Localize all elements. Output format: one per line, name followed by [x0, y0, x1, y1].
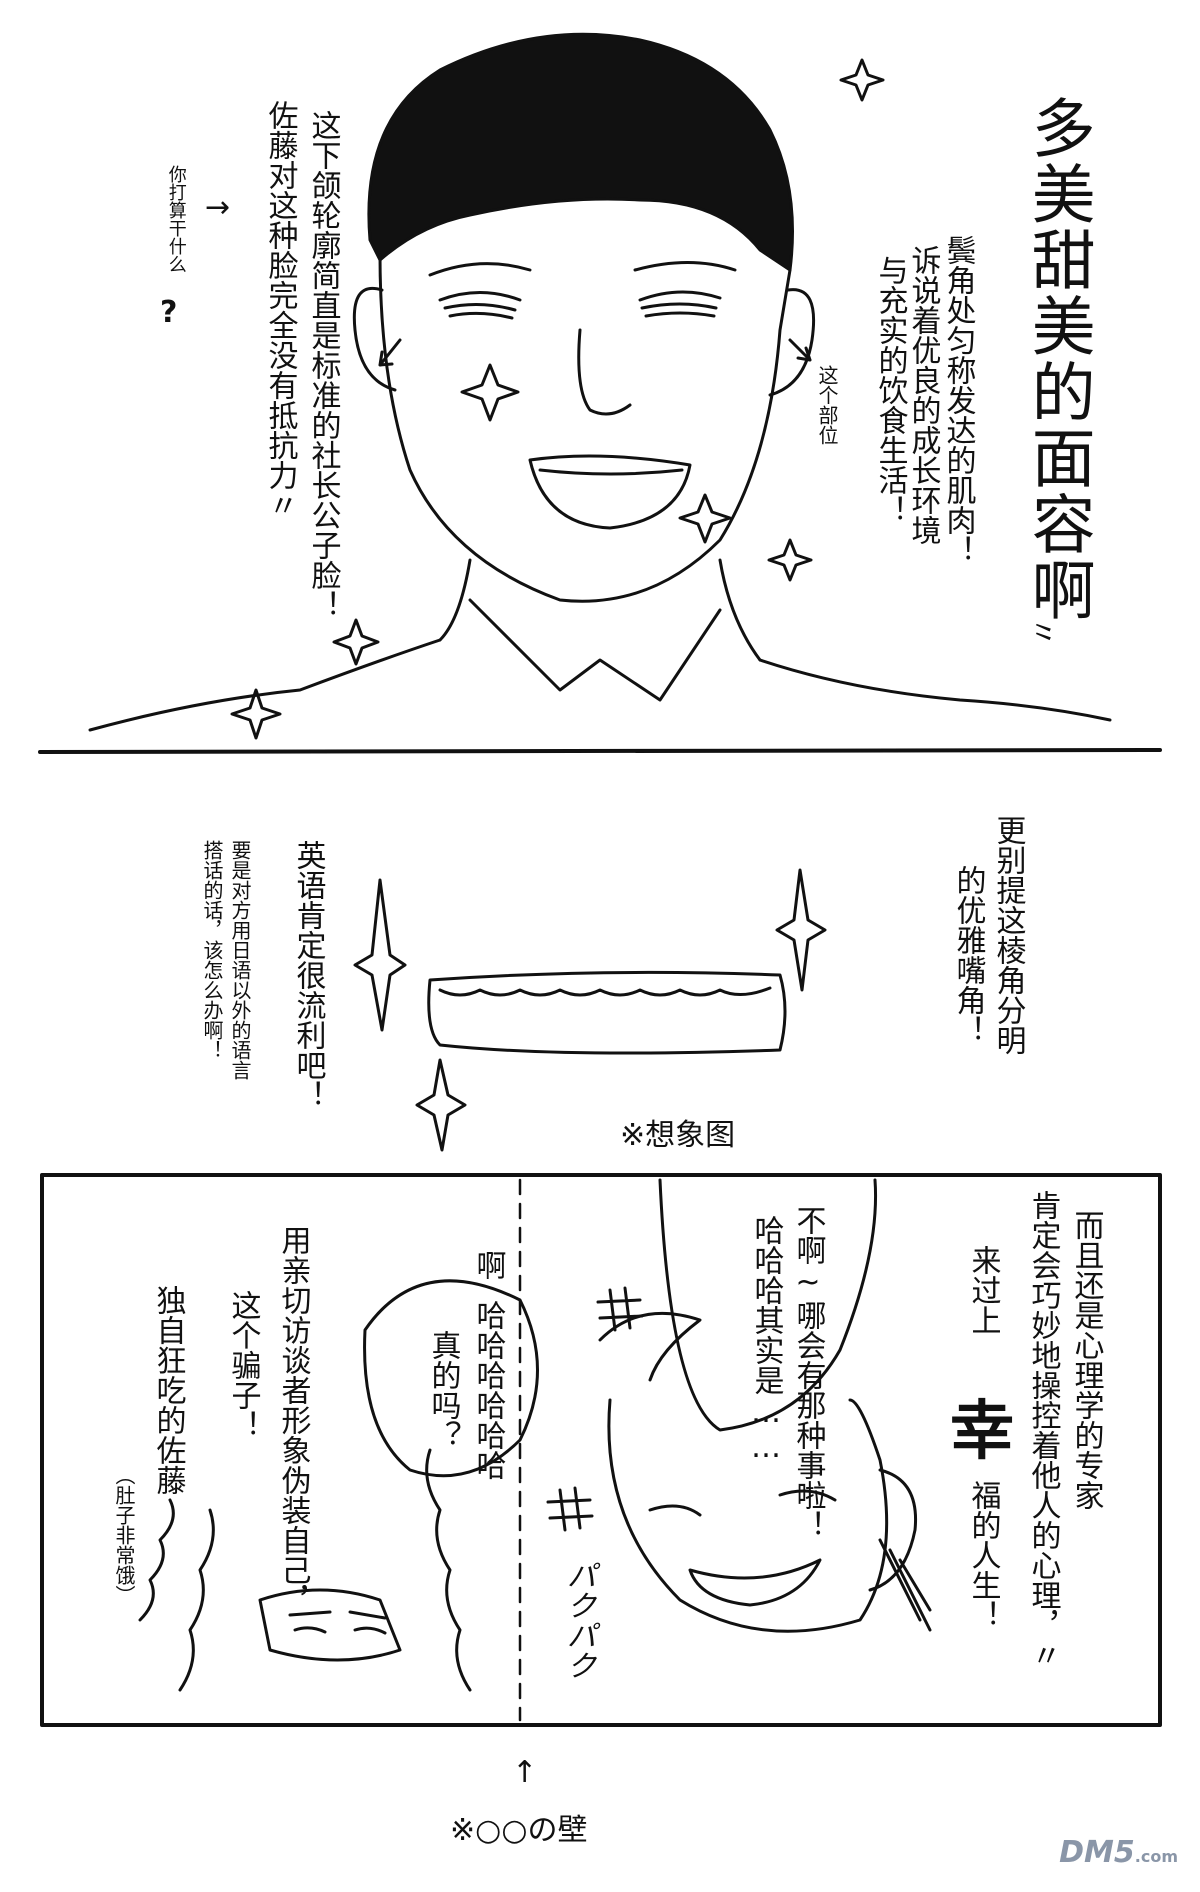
sideburn-line-1: 鬓角处匀称发达的肌肉！ [940, 235, 976, 565]
laugh-line-2: 哈哈哈哈哈哈 [470, 1300, 506, 1480]
sideburn-line-2: 诉说着优良的成长环境 [905, 245, 941, 545]
panel1-sparkles [230, 58, 885, 740]
panel3-face-drawing [598, 1311, 932, 1633]
hungry-label: （肚子非常饿） [112, 1465, 136, 1605]
arrow-right-icon: → [205, 190, 231, 225]
denial-line-1: 不啊~哪会有那种事啦！ [790, 1205, 826, 1540]
foreign-line-2: 搭话的话，该怎么办啊！ [200, 840, 224, 1060]
happy-prefix: 来过上 [965, 1245, 1001, 1335]
mouth-line-2: 的优雅嘴角！ [950, 865, 986, 1045]
laugh-line-1: 啊 [470, 1250, 506, 1280]
panel2-grin-drawing [353, 868, 827, 1152]
panel1-face-drawing [88, 32, 1112, 732]
english-text: 英语肯定很流利吧！ [290, 840, 326, 1110]
panel3-sato-drawing [138, 1448, 472, 1692]
this-part-label: 这个部位 [815, 365, 839, 445]
jaw-line-1: 这下颌轮廓简直是标准的社长公子脸！ [305, 110, 341, 620]
jaw-line-2: 佐藤对这种脸完全没有抵抗力〃 [262, 100, 298, 520]
watermark-logo: DM5.com [1059, 1835, 1178, 1870]
denial-line-2: 哈哈哈其实是…… [748, 1215, 784, 1465]
liar-line-2: 这个骗子！ [225, 1290, 261, 1440]
sideburn-line-3: 与充实的饮食生活！ [872, 255, 908, 525]
arrow-up-icon: ↑ [512, 1755, 538, 1790]
watermark-brand: DM5 [1059, 1835, 1135, 1870]
what-are-you-doing-label: 你打算干什么 [165, 165, 187, 273]
question-mark: ? [160, 295, 178, 330]
watermark-suffix: .com [1134, 1847, 1178, 1866]
mouth-line-1: 更别提这棱角分明 [990, 815, 1026, 1055]
psych-line-1: 而且还是心理学的专家 [1068, 1210, 1104, 1510]
panel1-title-marks: 〃 [1024, 617, 1059, 647]
panel1-title: 多美甜美的面容啊 [1020, 95, 1095, 623]
happy-suffix: 福的人生！ [965, 1480, 1001, 1630]
pakupaku-sfx: パクパク [560, 1560, 596, 1680]
liar-line-1: 用亲切访谈者形象伪装自己， [275, 1225, 311, 1615]
psych-line-2: 肯定会巧妙地操控着他人的心理，〃 [1025, 1190, 1061, 1670]
laugh-bubble [363, 1279, 539, 1478]
foreign-line-1: 要是对方用日语以外的语言 [228, 840, 252, 1080]
imagination-caption: ※想象图 [620, 1118, 736, 1153]
denial-bubble [658, 1178, 878, 1432]
wall-caption: ※○○の壁 [450, 1813, 588, 1848]
happy-big-char: 幸 [950, 1394, 1014, 1469]
laugh-line-3: 真的吗？ [425, 1330, 461, 1450]
sato-label: 独自狂吃的佐藤 [150, 1285, 186, 1495]
